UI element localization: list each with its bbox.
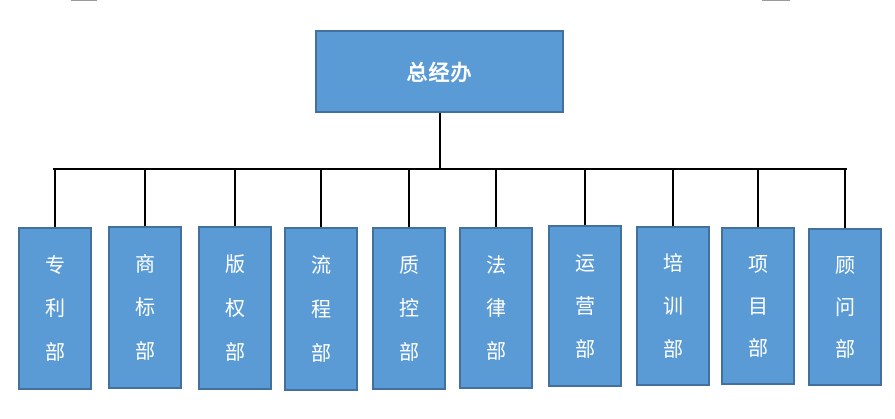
department-label-char: 部 [399, 340, 419, 365]
department-label-char: 专 [45, 252, 65, 277]
department-label-char: 版 [225, 252, 245, 276]
department-node: 法律部 [459, 227, 533, 389]
drop-connector [844, 168, 846, 228]
drop-connector [408, 168, 410, 227]
department-node: 流程部 [284, 227, 358, 391]
department-label-char: 营 [575, 293, 595, 318]
drop-connector [495, 168, 497, 227]
department-label-char: 问 [835, 295, 855, 319]
department-label-char: 权 [225, 296, 245, 320]
department-label-char: 训 [663, 293, 683, 318]
department-label-char: 利 [45, 296, 65, 321]
department-label-char: 部 [835, 337, 855, 361]
department-label-char: 部 [135, 339, 155, 364]
department-label-char: 部 [748, 336, 768, 360]
department-node: 版权部 [198, 226, 272, 390]
drop-connector [144, 168, 146, 226]
drop-connector [672, 168, 674, 226]
drop-connector [320, 168, 322, 227]
department-label-char: 质 [399, 252, 419, 277]
department-label-char: 法 [486, 252, 506, 277]
department-label-char: 流 [311, 253, 331, 277]
trunk-connector [439, 113, 441, 169]
department-node: 顾问部 [808, 228, 882, 386]
drop-connector [757, 168, 759, 227]
department-label-char: 运 [575, 250, 595, 275]
department-label-char: 部 [45, 340, 65, 365]
page-corner-mark-left [71, 0, 97, 2]
department-node: 运营部 [548, 225, 622, 387]
department-label-char: 控 [399, 296, 419, 321]
department-label-char: 律 [486, 295, 506, 320]
department-label-char: 部 [663, 336, 683, 361]
department-label-char: 标 [135, 295, 155, 320]
department-label-char: 部 [311, 341, 331, 365]
department-label-char: 培 [663, 251, 683, 276]
department-label-char: 部 [225, 340, 245, 364]
department-node: 培训部 [636, 226, 710, 386]
department-label-char: 项 [748, 252, 768, 276]
page-corner-mark-right [762, 0, 790, 2]
root-node: 总经办 [315, 30, 564, 113]
root-label: 总经办 [406, 60, 473, 85]
department-label-char: 程 [311, 297, 331, 321]
drop-connector [234, 168, 236, 226]
department-label-char: 部 [486, 339, 506, 364]
drop-connector [584, 168, 586, 225]
department-label-char: 目 [748, 294, 768, 318]
department-label-char: 商 [135, 251, 155, 276]
department-node: 商标部 [108, 226, 182, 389]
department-node: 专利部 [18, 227, 92, 390]
department-node: 项目部 [721, 227, 795, 385]
department-label-char: 部 [575, 337, 595, 362]
department-label-char: 顾 [835, 253, 855, 277]
drop-connector [54, 168, 56, 227]
department-node: 质控部 [372, 227, 446, 390]
horizontal-connector [53, 168, 847, 170]
